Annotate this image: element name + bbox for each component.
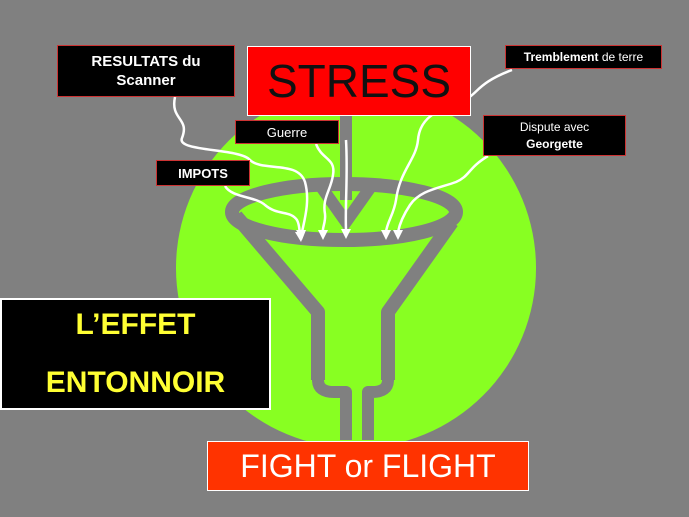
arrowhead-4 bbox=[341, 229, 351, 239]
source-tremblement-box: Tremblement de terre bbox=[505, 45, 662, 69]
line-guerre-2 bbox=[344, 139, 348, 231]
effect-line1: L’EFFET bbox=[75, 308, 196, 341]
funnel-cone bbox=[230, 211, 458, 380]
line-dispute bbox=[396, 154, 489, 233]
source-guerre-text: Guerre bbox=[266, 124, 308, 140]
stress-title-text: STRESS bbox=[266, 55, 452, 107]
effect-line2: ENTONNOIR bbox=[45, 366, 226, 399]
source-resultats-line1: RESULTATS du bbox=[91, 53, 201, 70]
source-impots-box: IMPOTS bbox=[156, 160, 250, 186]
effect-label-box: L’EFFET ENTONNOIR bbox=[0, 298, 271, 410]
input-arrowheads bbox=[295, 229, 403, 242]
arrowhead-3 bbox=[318, 230, 328, 240]
source-resultats-box: RESULTATS du Scanner bbox=[57, 45, 235, 97]
arrowhead-6 bbox=[393, 230, 403, 240]
source-tremblement-bold: Tremblement bbox=[523, 50, 599, 64]
source-dispute-line1: Dispute avec bbox=[519, 119, 590, 134]
source-tremblement-rest: de terre bbox=[598, 50, 644, 64]
outcome-box: FIGHT or FLIGHT bbox=[207, 441, 529, 491]
source-dispute-box: Dispute avec Georgette bbox=[483, 115, 626, 156]
funnel-spout bbox=[312, 379, 394, 440]
source-guerre-box: Guerre bbox=[235, 120, 339, 144]
stress-title: STRESS bbox=[247, 46, 471, 116]
arrowhead-2 bbox=[295, 232, 305, 242]
arrowhead-5 bbox=[381, 230, 391, 240]
source-impots-text: IMPOTS bbox=[178, 165, 228, 181]
source-dispute-line2: Georgette bbox=[526, 136, 583, 151]
input-lines bbox=[172, 68, 513, 235]
source-resultats-line2: Scanner bbox=[116, 72, 176, 89]
line-tremblement bbox=[384, 68, 513, 233]
line-guerre bbox=[314, 143, 335, 233]
line-impots bbox=[223, 185, 302, 235]
outcome-text: FIGHT or FLIGHT bbox=[240, 447, 496, 484]
line-resultats bbox=[172, 96, 309, 233]
